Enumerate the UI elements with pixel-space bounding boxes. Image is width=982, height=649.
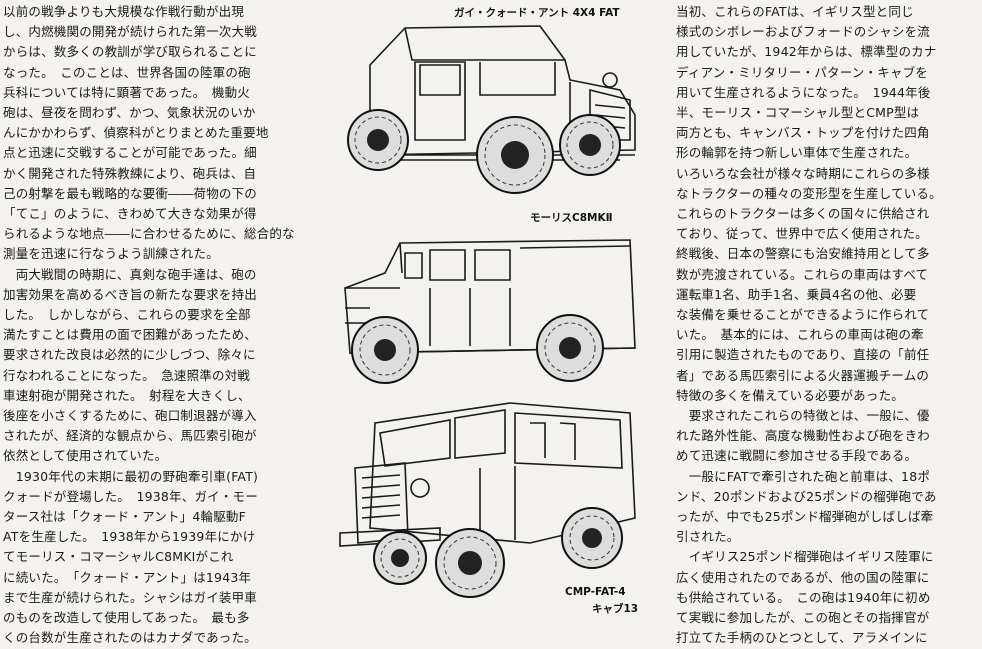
text-line: れた路外性能、高度な機動性および砲をきわ bbox=[676, 428, 931, 444]
text-line: し、内燃機関の開発が続けられた第一次大戦 bbox=[3, 24, 258, 40]
text-line: も供給されている。 この砲は1940年に初め bbox=[676, 589, 931, 605]
text-line: これらのトラクターは多くの国々に供給され bbox=[676, 206, 930, 222]
text-line: まで生産が続けられた。シャシはガイ装甲車 bbox=[3, 589, 258, 605]
text-line: 様式のシボレーおよびフォードのシャシを流 bbox=[676, 24, 931, 40]
text-line: て実戦に参加したが、この砲とその指揮官が bbox=[676, 610, 930, 626]
text-line: 砲は、昼夜を問わず、かつ、気象状況のいか bbox=[3, 105, 256, 121]
text-line: られるような地点――に合わせるために、総合的な bbox=[3, 226, 295, 242]
text-line: な装備を乗せることができるように作られて bbox=[676, 307, 930, 323]
text-line: 両大戦間の時期に、真剣な砲手達は、砲の bbox=[3, 266, 257, 282]
text-line: なった。 このことは、世界各国の陸軍の砲 bbox=[3, 64, 251, 80]
text-line: ATを生産した。 1938年から1939年にかけ bbox=[3, 529, 256, 545]
figure-morris-c8: モーリスC8MKⅡ bbox=[330, 208, 642, 398]
text-line: 引用に製造されたものであり、直接の「前任 bbox=[676, 347, 930, 363]
text-line: 終戦後、日本の警察にも治安維持用として多 bbox=[676, 246, 930, 262]
text-line: ったが、中でも25ポンド榴弾砲がしばしば牽 bbox=[676, 509, 934, 525]
figure-caption-cmp-fat-4-line2: キャブ13 bbox=[592, 603, 639, 615]
text-line: のものを改造して使用してあった。 最も多 bbox=[3, 610, 250, 626]
magazine-page: 以前の戦争よりも大規模な作戦行動が出現し、内燃機関の開発が続けられた第一次大戦か… bbox=[3, 0, 942, 645]
text-line: めて迅速に戦闘に参加させる手段である。 bbox=[676, 448, 918, 464]
text-line: 用していたが、1942年からは、標準型のカナ bbox=[676, 44, 937, 60]
text-line: 測量を迅速に行なうよう訓練された。 bbox=[3, 246, 219, 262]
guy-quad-ant-illustration bbox=[330, 20, 642, 210]
text-line: タース社は「クォード・アント」4輪駆動F bbox=[3, 509, 247, 525]
text-line: からは、数多くの教訓が学び取られることに bbox=[3, 44, 258, 60]
text-line: んにかかわらず、偵察科がとりまとめた重要地 bbox=[3, 125, 269, 141]
text-line: てモーリス・コマーシャルC8MKⅠがこれ bbox=[3, 549, 234, 565]
text-line: くの台数が生産されたのはカナダであった。 bbox=[3, 630, 257, 646]
text-line: かく開発された特殊教練により、砲兵は、自 bbox=[3, 165, 257, 181]
text-line: 満たすことは費用の面で困難があったため、 bbox=[3, 327, 258, 343]
text-line: いろいろな会社が様々な時期にこれらの多様 bbox=[676, 165, 930, 181]
text-line: 特徴の多くを備えている必要があった。 bbox=[676, 387, 904, 403]
text-line: クォードが登場した。 1938年、ガイ・モー bbox=[3, 488, 258, 504]
text-line: 行なわれることになった。 急速照準の対戦 bbox=[3, 367, 251, 383]
text-line: 要求された改良は必然的に少しづつ、除々に bbox=[3, 347, 256, 363]
text-line: 形の輪郭を持つ新しい車体で生産された。 bbox=[676, 145, 918, 161]
text-line: 広く使用されたのであるが、他の国の陸軍に bbox=[676, 569, 930, 585]
right-text-column: 当初、これらのFATは、イギリス型と同じ様式のシボレーおよびフォードのシャシを流… bbox=[676, 2, 978, 649]
text-line: いた。 基本的には、これらの車両は砲の牽 bbox=[676, 327, 924, 343]
text-line: ディアン・ミリタリー・パターン・キャブを bbox=[676, 64, 929, 80]
text-line: 後座を小さくするために、砲口制退器が導入 bbox=[3, 408, 257, 424]
text-line: 己の射撃を最も戦略的な要衝――荷物の下の bbox=[3, 185, 258, 201]
text-line: されたが、経済的な観点から、馬匹索引砲が bbox=[3, 428, 257, 444]
text-line: に続いた。 「クォード・アント」は1943年 bbox=[3, 569, 252, 585]
text-line: 加害効果を高めるべき旨の新たな要求を持出 bbox=[3, 286, 258, 302]
text-line: イギリス25ポンド榴弾砲はイギリス陸軍に bbox=[676, 549, 934, 565]
morris-c8-illustration bbox=[330, 228, 642, 398]
text-line: 点と迅速に交戦することが可能であった。細 bbox=[3, 145, 257, 161]
text-line: 以前の戦争よりも大規模な作戦行動が出現 bbox=[3, 4, 245, 19]
cmp-fat-4-illustration bbox=[330, 398, 642, 598]
text-line: 兵科については特に顕著であった。 機動火 bbox=[3, 84, 251, 100]
text-line: ンド、20ポンドおよび25ポンドの榴弾砲であ bbox=[676, 488, 937, 504]
text-line: 1930年代の末期に最初の野砲牽引車(FAT) bbox=[3, 468, 259, 484]
text-line: 引された。 bbox=[676, 529, 740, 545]
text-line: 者」である馬匹索引による火器運搬チームの bbox=[676, 367, 930, 383]
text-line: した。 しかしながら、これらの要求を全部 bbox=[3, 307, 251, 323]
left-text-column: 以前の戦争よりも大規模な作戦行動が出現し、内燃機関の開発が続けられた第一次大戦か… bbox=[3, 2, 313, 649]
text-line: 当初、これらのFATは、イギリス型と同じ bbox=[676, 4, 914, 19]
text-line: 依然として使用されていた。 bbox=[3, 448, 168, 464]
text-line: 車速射砲が開発された。 射程を大きくし、 bbox=[3, 387, 251, 403]
text-line: 両方とも、キャンバス・トップを付けた四角 bbox=[676, 125, 930, 141]
figure-guy-quad-ant: ガイ・クォード・アント 4X4 FAT bbox=[330, 0, 642, 210]
figure-caption-cmp-fat-4-line1: CMP-FAT-4 bbox=[565, 586, 626, 598]
figure-cmp-fat-4: CMP-FAT-4 キャブ13 bbox=[330, 398, 642, 619]
figure-caption-guy-quad-ant: ガイ・クォード・アント 4X4 FAT bbox=[454, 7, 620, 19]
text-line: 一般にFATで牽引された砲と前車は、18ポ bbox=[676, 468, 931, 484]
text-line: ており、従って、世界中で広く使用された。 bbox=[676, 226, 928, 242]
text-line: 半、モーリス・コマーシャル型とCMP型は bbox=[676, 105, 920, 121]
text-line: 運転車1名、助手1名、乗員4名の他、必要 bbox=[676, 286, 917, 302]
text-line: なトラクターの種々の変形型を生産している。 bbox=[676, 185, 942, 201]
text-line: 数が売渡されている。これらの車両はすべて bbox=[676, 266, 929, 282]
text-line: 打立てた手柄のひとつとして、アラメインに bbox=[676, 630, 928, 646]
text-line: 用いて生産されるようになった。 1944年後 bbox=[676, 84, 931, 100]
text-line: 要求されたこれらの特徴とは、一般に、優 bbox=[676, 408, 930, 424]
figure-caption-morris-c8: モーリスC8MKⅡ bbox=[530, 212, 613, 224]
text-line: 「てこ」のように、きわめて大きな効果が得 bbox=[3, 206, 257, 222]
